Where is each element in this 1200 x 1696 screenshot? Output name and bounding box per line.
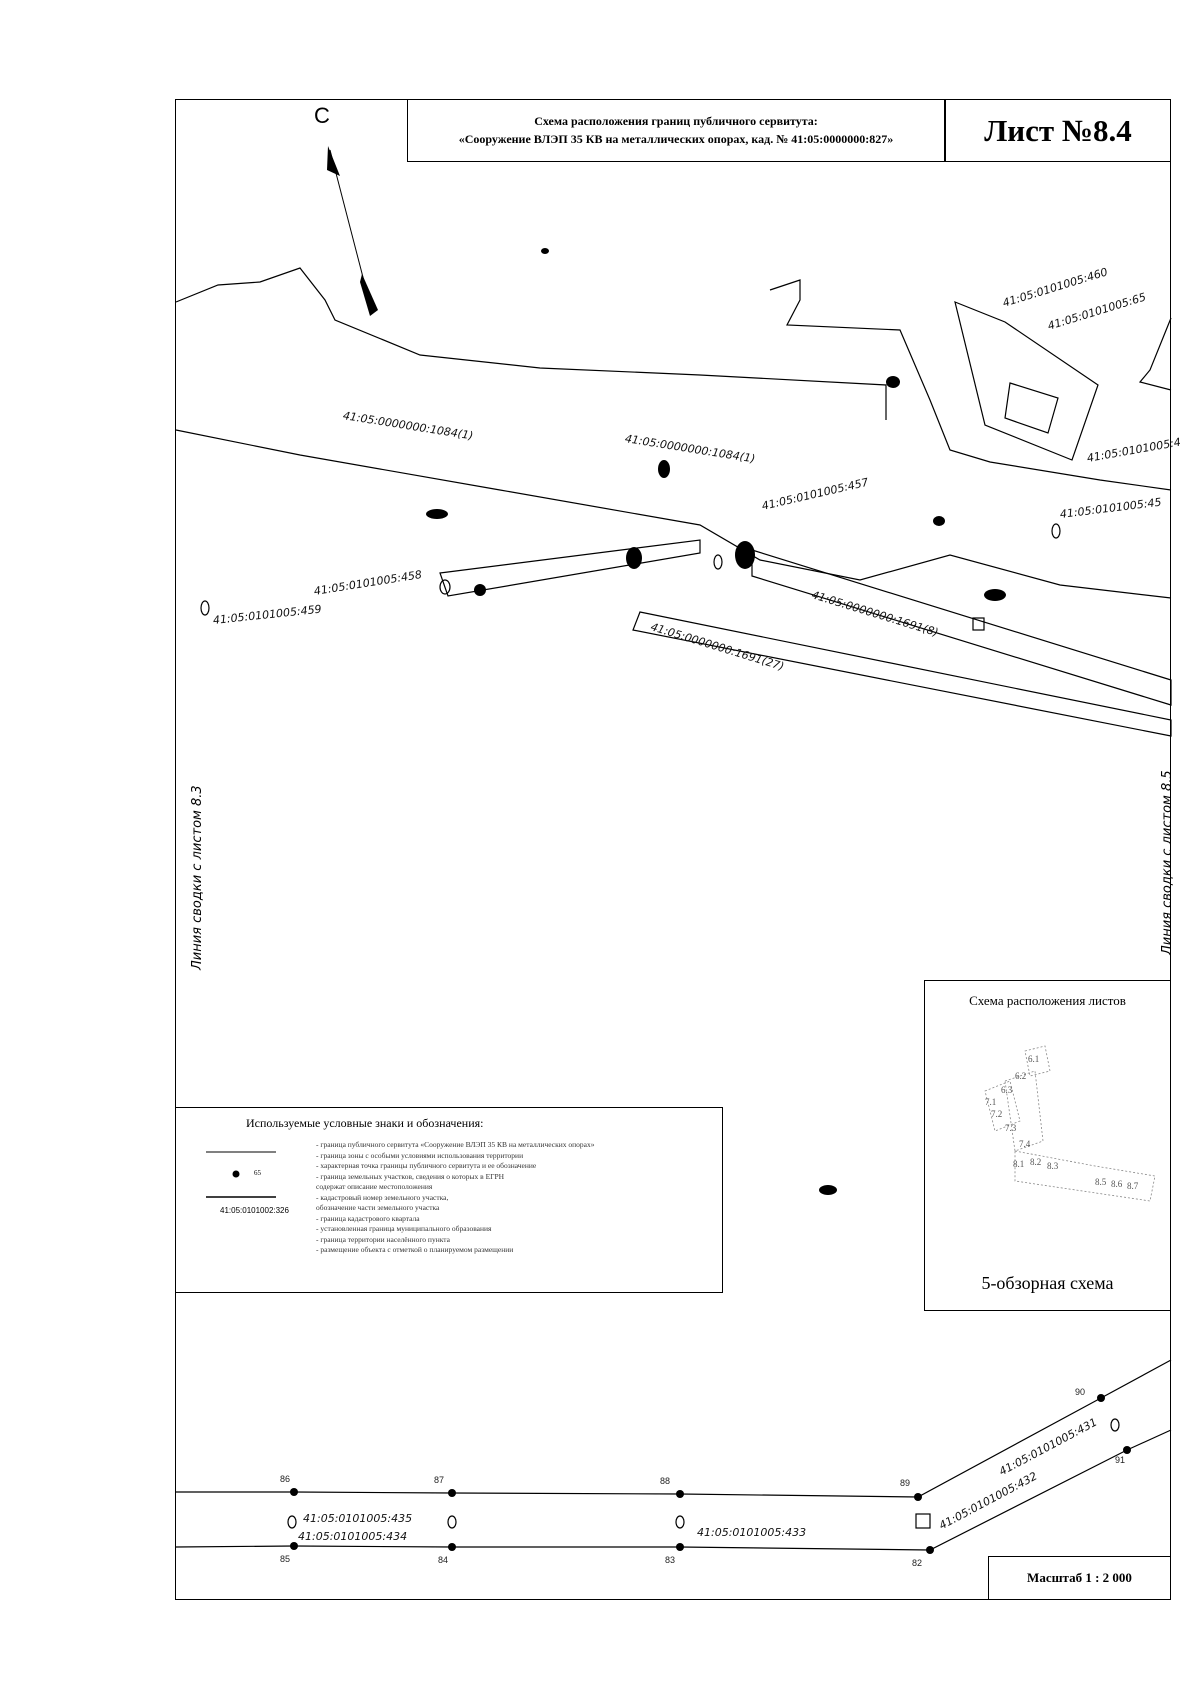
north-arrow-icon (327, 146, 378, 316)
legend-title: Используемые условные знаки и обозначени… (246, 1116, 484, 1130)
overview-sheet-label: 6.1 (1028, 1054, 1040, 1064)
point-number: 82 (912, 1558, 923, 1568)
legend-point-example: 65 (254, 1169, 261, 1177)
scale-box: Масштаб 1 : 2 000 (988, 1556, 1171, 1600)
point-number: 88 (660, 1476, 671, 1486)
object-markers (426, 248, 1006, 1195)
point-number: 85 (280, 1554, 291, 1564)
overview-sheet-label: 7.2 (991, 1109, 1003, 1119)
overview-box: Схема расположения листов 6.1 6.2 6.3 7.… (924, 980, 1171, 1311)
legend-box: Используемые условные знаки и обозначени… (175, 1107, 723, 1293)
overview-sheet-label: 7.1 (985, 1097, 997, 1107)
overview-sheet-label: 7.4 (1019, 1139, 1031, 1149)
overview-sheet-label: 8.5 (1095, 1177, 1107, 1187)
servitude-points (290, 1394, 1131, 1554)
title-line-2: «Сооружение ВЛЭП 35 КВ на металлических … (458, 132, 894, 146)
overview-sheet-label: 8.2 (1030, 1157, 1042, 1167)
seam-line-right: Линия сводки с листом 8.5 (1160, 770, 1175, 955)
legend-item: - граница публичного сервитута «Сооружен… (316, 1140, 595, 1149)
parcel-label: 41:05:0101005:433 (697, 1526, 807, 1539)
title-line-1: Схема расположения границ публичного сер… (534, 114, 818, 128)
north-label: С (314, 103, 330, 128)
parcel-label: 41:05:0101005:434 (298, 1530, 408, 1543)
legend-item: - граница земельных участков, сведения о… (316, 1171, 505, 1181)
point-number: 86 (280, 1474, 291, 1484)
overview-sheet-label: 8.7 (1127, 1181, 1139, 1191)
legend-item: - граница территории населённого пункта (316, 1234, 450, 1244)
sheet-number: Лист №8.4 (945, 99, 1171, 162)
point-number: 87 (434, 1475, 445, 1485)
point-number: 91 (1115, 1455, 1126, 1465)
overview-sheet-label: 6.3 (1001, 1085, 1013, 1095)
point-number: 90 (1075, 1387, 1086, 1397)
legend-item: - кадастровый номер земельного участка, (316, 1192, 449, 1202)
overview-sheet-label: 8.6 (1111, 1179, 1123, 1189)
title-box: Схема расположения границ публичного сер… (407, 99, 945, 162)
parcel-label: 41:05:0101005:435 (303, 1512, 413, 1525)
overview-sheet-label: 7.3 (1005, 1123, 1017, 1133)
parcel-boundaries (175, 267, 1172, 737)
overview-sheet-label: 8.3 (1047, 1161, 1059, 1171)
point-number: 84 (438, 1555, 449, 1565)
legend-item: - граница кадастрового квартала (316, 1213, 420, 1223)
overview-sheet-label: 6.2 (1015, 1071, 1027, 1081)
overview-title: Схема расположения листов (969, 993, 1126, 1008)
legend-code-example: 41:05:0101002:326 (220, 1206, 289, 1215)
legend-line-symbols (206, 1151, 276, 1198)
overview-sheet-label: 8.1 (1013, 1159, 1025, 1169)
small-parcel-markers (200, 523, 1061, 631)
legend-item: - размещение объекта с отметкой о планир… (316, 1245, 514, 1254)
legend-item: содержат описание местоположения (316, 1182, 433, 1191)
overview-sheets-diagram (984, 1045, 1156, 1202)
point-number: 83 (665, 1555, 676, 1565)
legend-items: - граница публичного сервитута «Сооружен… (316, 1140, 716, 1256)
legend-item: обозначение части земельного участка (316, 1203, 440, 1212)
legend-item: - характерная точка границы публичного с… (316, 1161, 537, 1170)
point-number: 89 (900, 1478, 911, 1488)
legend-item: - установленная граница муниципального о… (316, 1224, 492, 1233)
seam-line-left: Линия сводки с листом 8.3 (190, 785, 205, 970)
overview-caption: 5-обзорная схема (981, 1273, 1114, 1293)
bottom-parcel-markers (287, 1418, 1120, 1529)
legend-item: - граница зоны с особыми условиями испол… (316, 1150, 524, 1160)
